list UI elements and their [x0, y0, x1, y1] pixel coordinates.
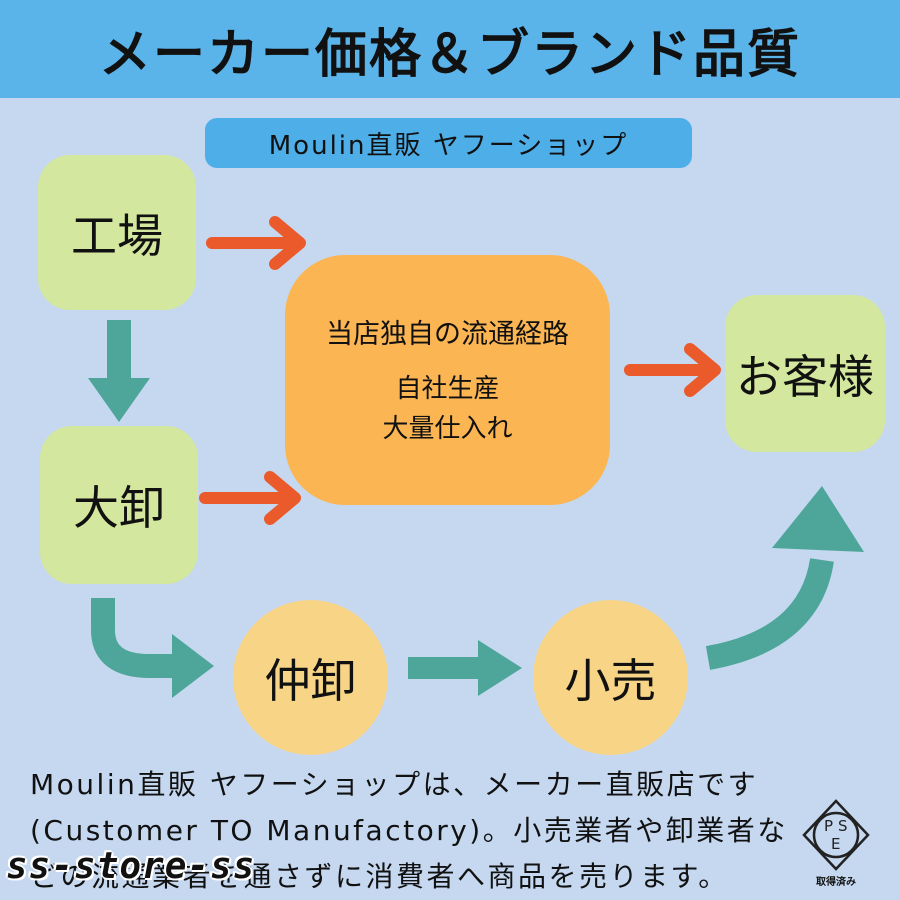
arrow-center-to-customer — [624, 343, 721, 397]
own-route-title: 当店独自の流通経路 — [326, 318, 569, 350]
svg-text:E: E — [831, 835, 840, 853]
arrow-wholesale-to-mid — [91, 598, 214, 698]
arrow-mid-to-retail — [408, 640, 522, 696]
arrow-factory-to-wholesale — [88, 320, 150, 422]
watermark: ss-store-ss — [6, 846, 256, 887]
shop-label: Moulin直販 ヤフーショップ — [205, 118, 692, 168]
node-wholesale-mid: 仲卸 — [233, 600, 388, 755]
arrow-factory-to-center — [206, 216, 306, 270]
description-line2: (Customer TO Manufactory)。小売業者や卸業者な — [30, 814, 788, 847]
description: Moulin直販 ヤフーショップは、メーカー直販店です (Customer TO… — [30, 762, 880, 900]
description-line3: どの流通業者を通さずに消費者へ商品を売ります。 — [30, 860, 729, 893]
node-customer: お客様 — [725, 295, 885, 452]
page-title: メーカー価格＆ブランド品質 — [98, 24, 801, 85]
pse-caption: 取得済み — [816, 877, 856, 888]
node-factory-label: 工場 — [71, 208, 163, 263]
node-wholesale-mid-label: 仲卸 — [264, 653, 357, 708]
header-banner: メーカー価格＆ブランド品質 — [0, 0, 900, 98]
node-retail-label: 小売 — [564, 653, 657, 708]
node-factory: 工場 — [38, 155, 196, 310]
svg-text:P: P — [824, 817, 833, 835]
pse-diamond-icon: P S E — [802, 799, 870, 871]
node-retail: 小売 — [533, 600, 688, 755]
arrow-retail-to-customer — [705, 486, 864, 670]
own-route-line2: 大量仕入れ — [382, 413, 513, 444]
node-own-route: 当店独自の流通経路 自社生産 大量仕入れ — [285, 255, 610, 505]
description-line1: Moulin直販 ヤフーショップは、メーカー直販店です — [30, 768, 759, 801]
node-wholesale-large: 大卸 — [40, 426, 198, 584]
node-wholesale-large-label: 大卸 — [73, 481, 165, 535]
node-customer-label: お客様 — [736, 349, 874, 404]
pse-mark: P S E 取得済み — [800, 797, 872, 888]
own-route-line1: 自社生産 — [395, 373, 500, 404]
svg-text:S: S — [838, 817, 848, 835]
arrow-wholesale-to-center — [199, 471, 301, 525]
